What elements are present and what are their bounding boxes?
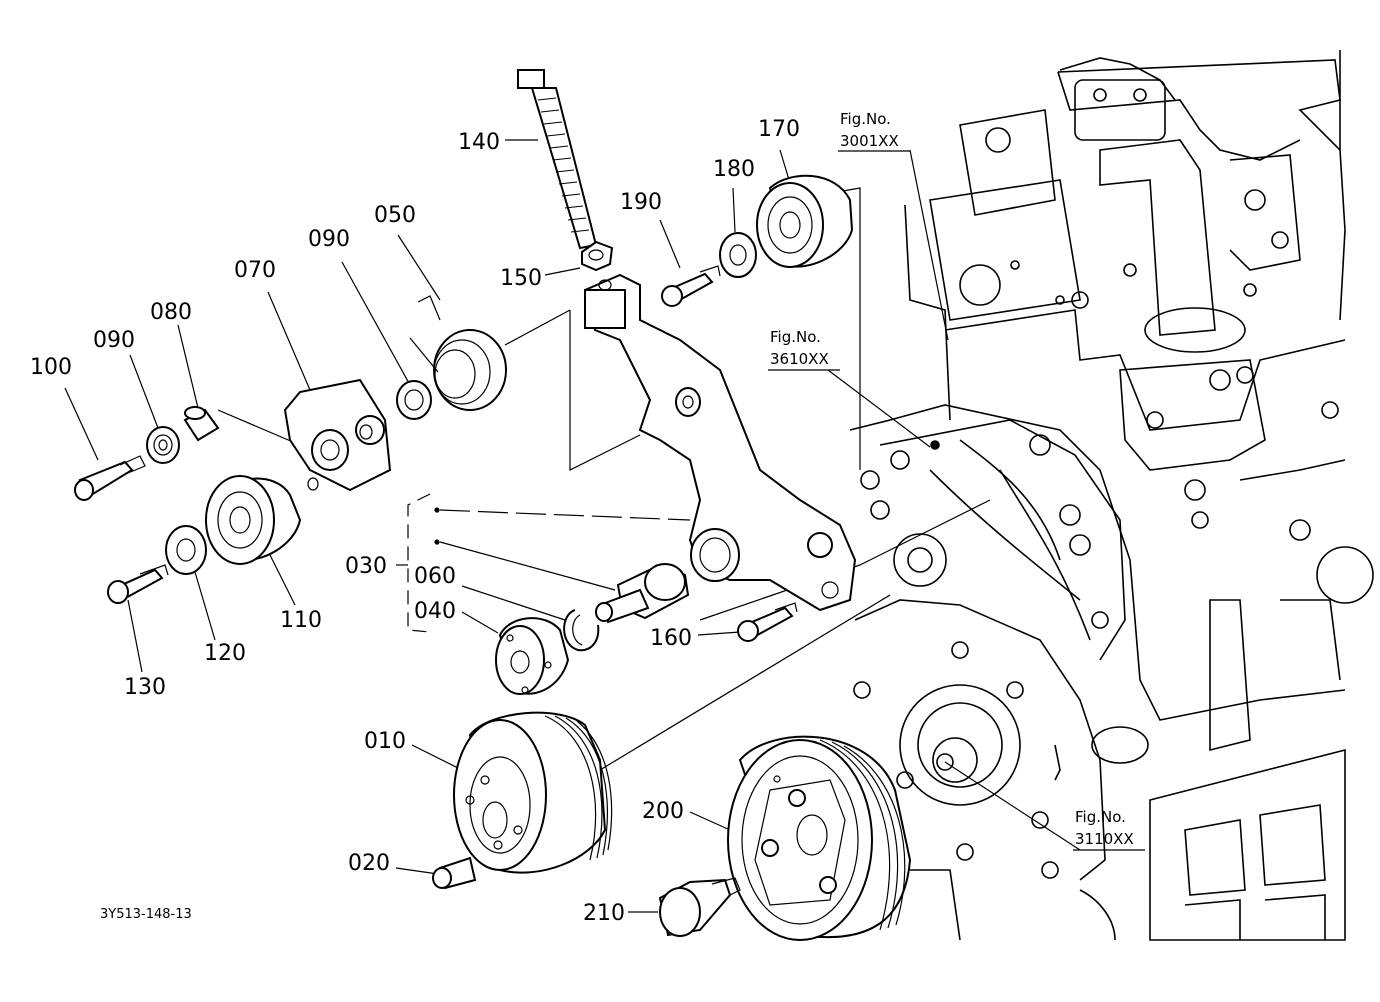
fig-ref-title: Fig.No. [840, 110, 891, 128]
label-210: 210 [583, 901, 625, 926]
engine-block [849, 50, 1374, 941]
leader-lines [64, 139, 1081, 913]
part-070-tensioner-arm [283, 378, 392, 492]
part-120-washer [165, 525, 207, 575]
fig-ref-number: 3001XX [840, 132, 899, 150]
fig-ref-title: Fig.No. [770, 328, 821, 346]
diagram-code: 3Y513-148-13 [100, 907, 192, 922]
part-010-fan-pulley [453, 711, 613, 874]
label-070: 070 [234, 258, 276, 283]
label-040: 040 [414, 599, 456, 624]
label-160: 160 [650, 626, 692, 651]
label-200: 200 [642, 799, 684, 824]
part-020-bolt [432, 856, 477, 890]
part-150-nut [581, 240, 614, 272]
fig-ref-number: 3110XX [1075, 830, 1134, 848]
fig-references: Fig.No. 3001XX Fig.No. 3610XX Fig.No. 31… [768, 110, 1145, 851]
fig-ref-3610: Fig.No. 3610XX [768, 328, 840, 371]
fig-ref-3001: Fig.No. 3001XX [838, 110, 910, 152]
part-060-spring [409, 295, 507, 411]
label-090-left: 090 [93, 328, 135, 353]
part-090-bearing-left [146, 426, 180, 464]
part-170-idler-pulley [756, 174, 854, 268]
part-050-snap-ring [563, 609, 600, 652]
label-050: 060 [414, 564, 456, 589]
label-190: 190 [620, 190, 662, 215]
label-150: 150 [500, 266, 542, 291]
label-140: 140 [458, 130, 500, 155]
part-200-crank-pulley [727, 735, 912, 941]
part-080-collar [183, 406, 220, 442]
part-190-bolt [661, 265, 721, 307]
part-160-bolt [737, 602, 798, 642]
part-tensioner-bracket [583, 273, 857, 612]
part-100-bolt [74, 455, 146, 501]
part-090-bearing-upper [396, 380, 432, 420]
part-210-bolt [658, 877, 741, 937]
part-030-shaft-assembly [595, 563, 690, 624]
label-080: 080 [150, 300, 192, 325]
part-180-washer [719, 232, 757, 278]
label-120: 120 [204, 641, 246, 666]
label-090-upper: 090 [308, 227, 350, 252]
label-130: 130 [124, 675, 166, 700]
label-110: 110 [280, 608, 322, 633]
fig-ref-3110: Fig.No. 3110XX [1073, 808, 1145, 851]
fig-ref-number: 3610XX [770, 350, 829, 368]
label-180: 180 [713, 157, 755, 182]
label-170: 170 [758, 117, 800, 142]
label-010: 010 [364, 729, 406, 754]
part-130-bolt [107, 564, 169, 604]
part-110-idler-pulley [205, 475, 302, 565]
label-100: 100 [30, 355, 72, 380]
label-060: 050 [374, 203, 416, 228]
part-labels: 140 170 180 190 050 090 070 150 080 090 … [30, 117, 800, 926]
part-040-hub [495, 617, 570, 695]
label-020: 020 [348, 851, 390, 876]
label-030: 030 [345, 554, 387, 579]
fig-ref-title: Fig.No. [1075, 808, 1126, 826]
part-140-adjust-bolt [517, 69, 598, 250]
